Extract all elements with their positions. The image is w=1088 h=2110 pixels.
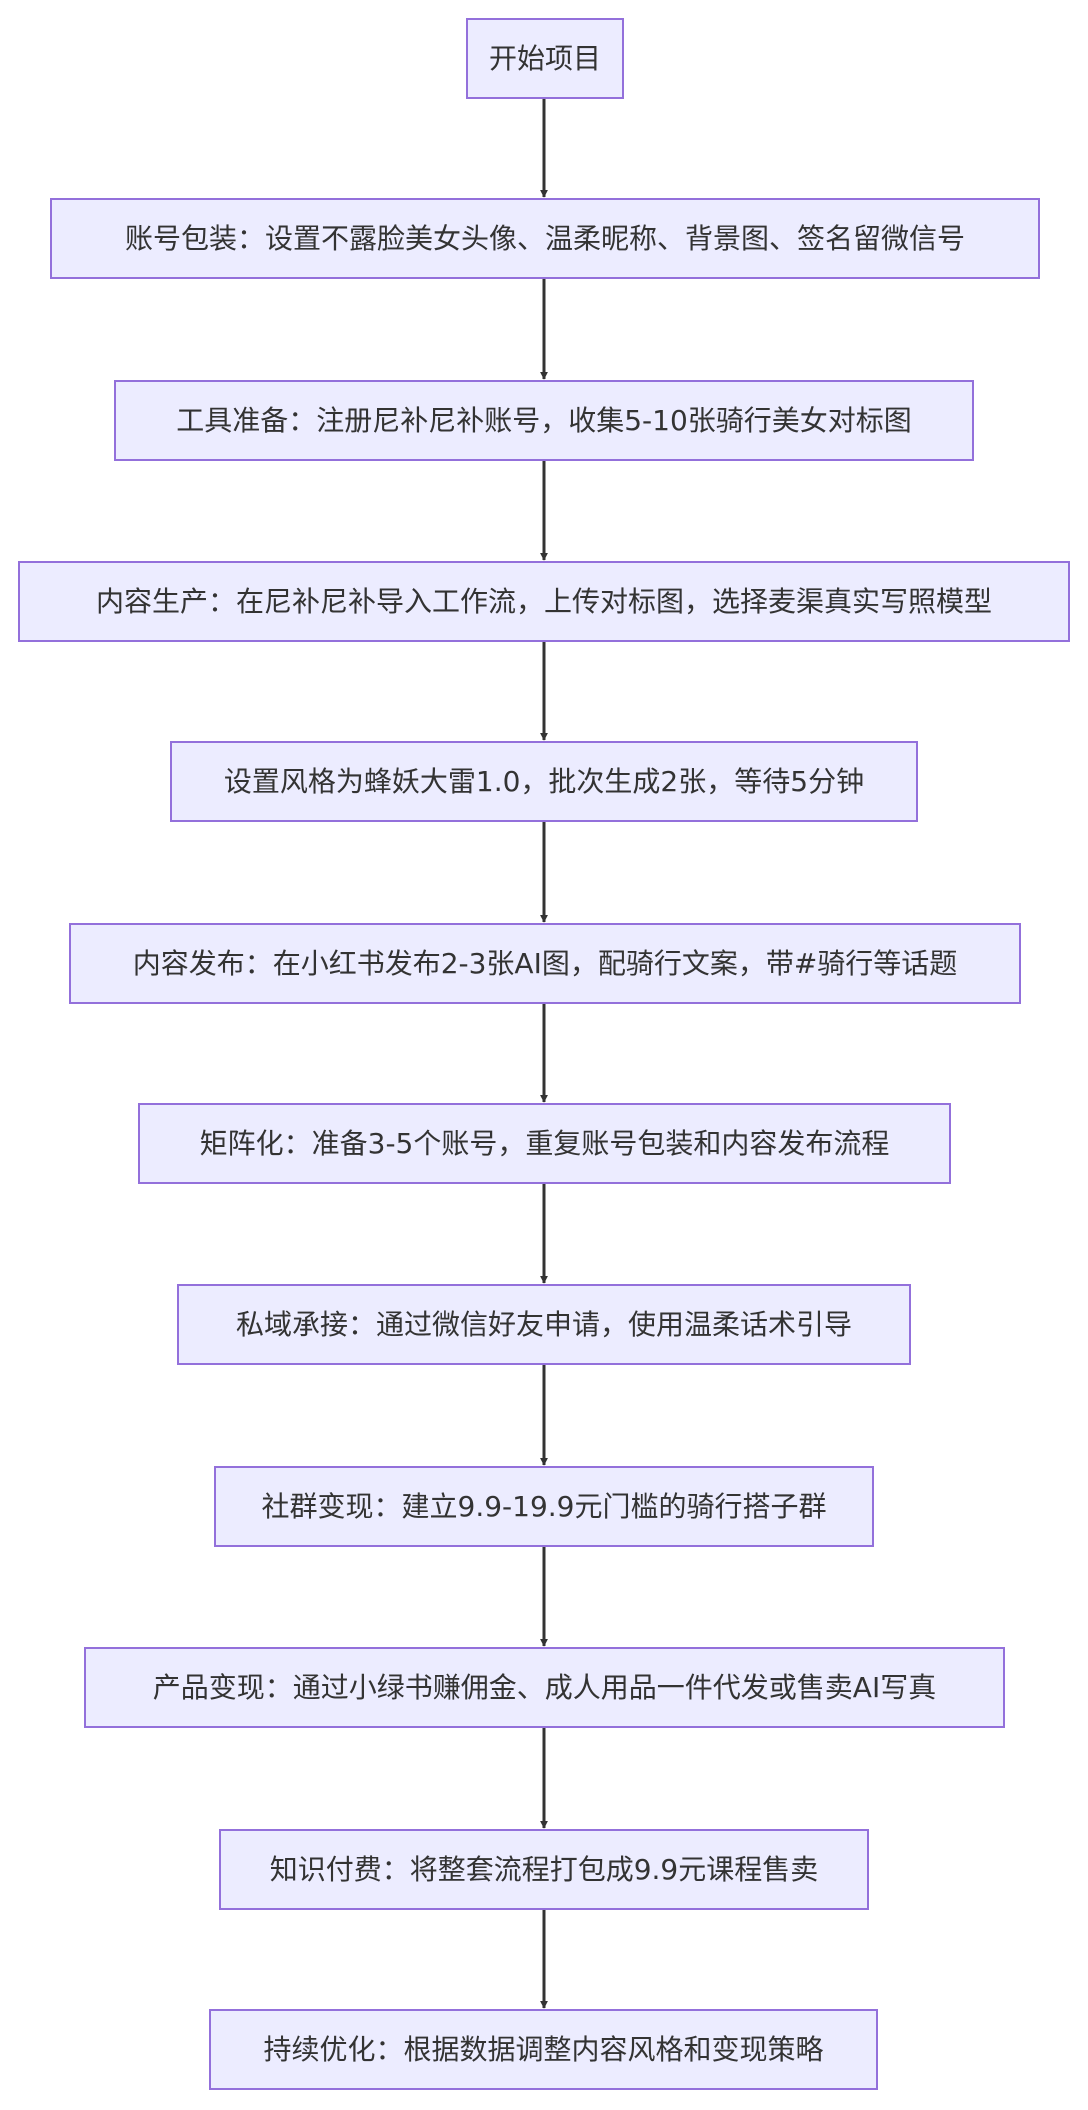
node-label: 账号包装：设置不露脸美女头像、温柔昵称、背景图、签名留微信号 — [124, 221, 965, 255]
node-label: 矩阵化：准备3-5个账号，重复账号包装和内容发布流程 — [199, 1126, 890, 1160]
node-label: 产品变现：通过小绿书赚佣金、成人用品一件代发或售卖AI写真 — [152, 1670, 937, 1704]
node-tools: 工具准备：注册尼补尼补账号，收集5-10张骑行美女对标图 — [114, 380, 974, 461]
node-product: 产品变现：通过小绿书赚佣金、成人用品一件代发或售卖AI写真 — [84, 1647, 1005, 1728]
node-label: 社群变现：建立9.9-19.9元门槛的骑行搭子群 — [261, 1489, 827, 1523]
node-label: 内容发布：在小红书发布2-3张AI图，配骑行文案，带#骑行等话题 — [132, 946, 958, 980]
node-label: 知识付费：将整套流程打包成9.9元课程售卖 — [269, 1852, 819, 1886]
node-label: 私域承接：通过微信好友申请，使用温柔话术引导 — [235, 1307, 852, 1341]
node-optimize: 持续优化：根据数据调整内容风格和变现策略 — [209, 2009, 878, 2090]
node-label: 工具准备：注册尼补尼补账号，收集5-10张骑行美女对标图 — [176, 403, 912, 437]
node-knowledge: 知识付费：将整套流程打包成9.9元课程售卖 — [219, 1829, 869, 1910]
node-community: 社群变现：建立9.9-19.9元门槛的骑行搭子群 — [214, 1466, 874, 1547]
node-account: 账号包装：设置不露脸美女头像、温柔昵称、背景图、签名留微信号 — [50, 198, 1040, 279]
node-private: 私域承接：通过微信好友申请，使用温柔话术引导 — [177, 1284, 911, 1365]
node-produce: 内容生产：在尼补尼补导入工作流，上传对标图，选择麦渠真实写照模型 — [18, 561, 1070, 642]
node-label: 内容生产：在尼补尼补导入工作流，上传对标图，选择麦渠真实写照模型 — [95, 584, 992, 618]
node-style: 设置风格为蜂妖大雷1.0，批次生成2张，等待5分钟 — [170, 741, 918, 822]
node-matrix: 矩阵化：准备3-5个账号，重复账号包装和内容发布流程 — [138, 1103, 951, 1184]
node-start: 开始项目 — [466, 18, 624, 99]
node-publish: 内容发布：在小红书发布2-3张AI图，配骑行文案，带#骑行等话题 — [69, 923, 1021, 1004]
node-label: 开始项目 — [488, 41, 601, 75]
node-label: 设置风格为蜂妖大雷1.0，批次生成2张，等待5分钟 — [223, 764, 865, 798]
node-label: 持续优化：根据数据调整内容风格和变现策略 — [263, 2032, 824, 2066]
